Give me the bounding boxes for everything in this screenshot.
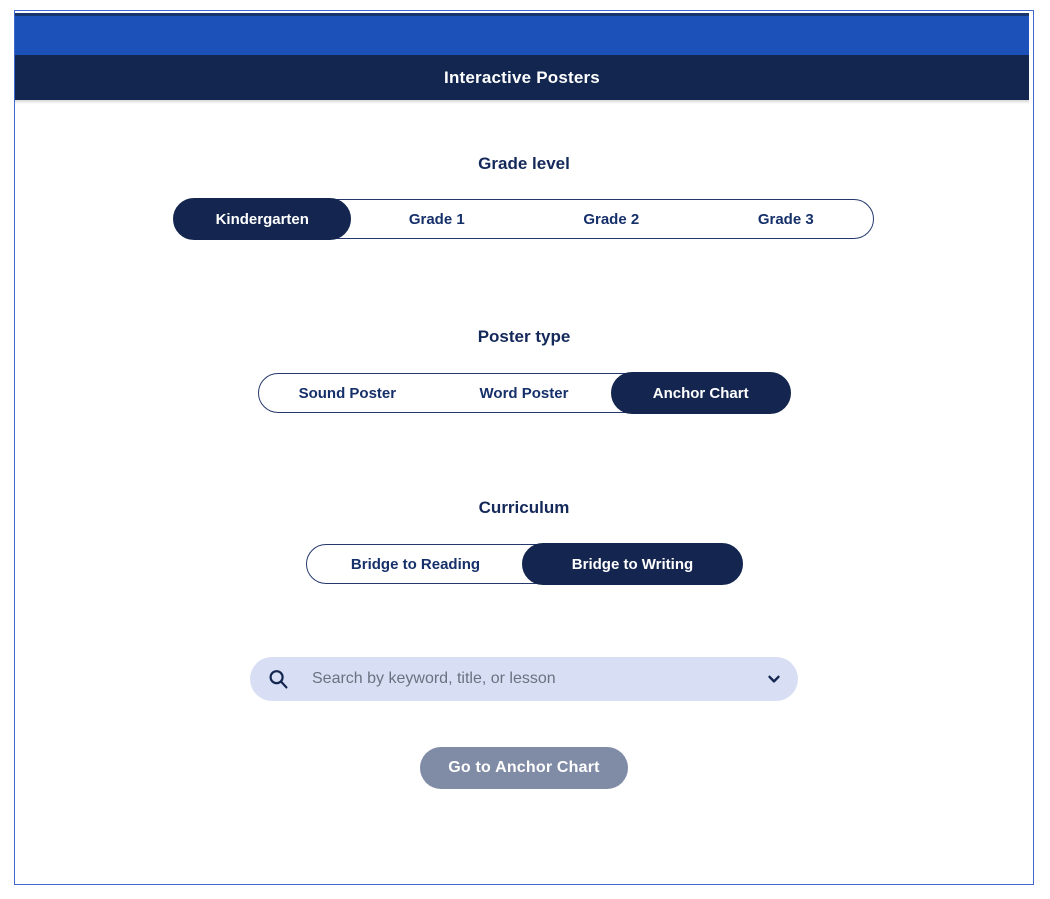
grade-option-grade-2[interactable]: Grade 2 — [583, 210, 640, 228]
page-title: Interactive Posters — [444, 67, 600, 87]
poster-type-option-word-poster[interactable]: Word Poster — [479, 384, 569, 402]
go-to-anchor-chart-button[interactable]: Go to Anchor Chart — [420, 747, 628, 789]
grade-option-grade-3[interactable]: Grade 3 — [757, 210, 814, 228]
curriculum-segmented-control[interactable]: Bridge to Reading Bridge to Writing — [306, 543, 743, 585]
grade-level-label: Grade level — [478, 154, 570, 173]
poster-type-segmented-control[interactable]: Sound Poster Word Poster Anchor Chart — [258, 372, 791, 414]
curriculum-label: Curriculum — [478, 498, 570, 517]
search-input[interactable] — [310, 669, 758, 689]
poster-type-option-anchor-chart[interactable]: Anchor Chart — [610, 372, 791, 414]
grade-level-segmented-control[interactable]: Kindergarten Grade 1 Grade 2 Grade 3 — [173, 198, 874, 240]
top-blue-bar — [15, 13, 1029, 58]
header-shadow — [15, 100, 1029, 104]
cta-row: Go to Anchor Chart — [15, 747, 1033, 789]
search-row — [15, 657, 1033, 701]
curriculum-option-bridge-to-writing[interactable]: Bridge to Writing — [522, 543, 743, 585]
poster-type-option-sound-poster[interactable]: Sound Poster — [298, 384, 397, 402]
grade-option-grade-1[interactable]: Grade 1 — [408, 210, 465, 228]
main-content: Grade level Kindergarten Grade 1 Grade 2… — [15, 104, 1033, 884]
curriculum-option-bridge-to-reading[interactable]: Bridge to Reading — [350, 555, 481, 573]
search-icon — [268, 669, 288, 689]
search-box[interactable] — [250, 657, 798, 701]
grade-option-kindergarten[interactable]: Kindergarten — [173, 198, 352, 240]
poster-type-label: Poster type — [477, 327, 571, 346]
app-header-bar: Interactive Posters — [15, 55, 1029, 100]
app-window: Interactive Posters Grade level Kinderga… — [14, 10, 1034, 885]
chevron-down-icon[interactable] — [766, 671, 782, 687]
